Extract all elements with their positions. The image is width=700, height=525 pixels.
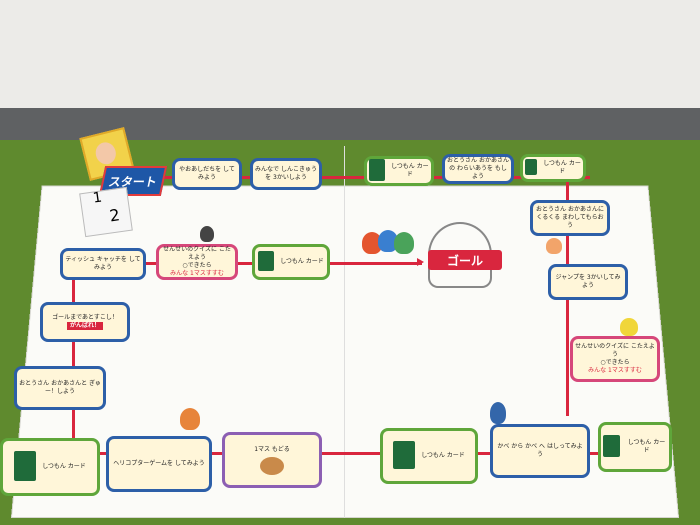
path-arrow (417, 258, 424, 266)
cell-bottom-2[interactable]: 1マス もどる (222, 432, 322, 488)
spinning-child-icon (546, 238, 562, 254)
cell-bottom-card-3[interactable]: しつもん カード (0, 438, 100, 496)
child-figure-icon (362, 232, 382, 254)
goal-label: ゴール (428, 250, 502, 270)
dice[interactable]: 1 2 (79, 186, 133, 238)
thinking-person-icon (200, 226, 214, 242)
cell-bottom-card-2[interactable]: しつもん カード (380, 428, 478, 484)
cell-right-1[interactable]: おとうさん おかあさんに くるくる まわしてもらおう (530, 200, 610, 236)
card-label: しつもん カード (280, 258, 324, 265)
dice-face-2: 2 (108, 205, 122, 226)
bear-icon (260, 456, 284, 475)
back-one-label: 1マス もどる (254, 445, 290, 453)
question-card-icon (525, 159, 538, 175)
child-face (93, 140, 119, 167)
crying-child-icon (180, 408, 200, 430)
cheer-badge: がんばれ！ (66, 322, 103, 330)
cell-top-card-2[interactable]: しつもん カード (520, 154, 586, 182)
cell-top-3[interactable]: おとうさん おかあさんの わらいあうを もしよう (442, 154, 514, 184)
question-card-icon (258, 251, 275, 271)
cell-left-3[interactable]: ティッシュ キャッチを してみよう (60, 248, 146, 280)
cell-top-card-1[interactable]: しつもん カード (364, 156, 434, 186)
cell-middle-1[interactable]: せんせいのクイズに こたえよう ○できたら みんな 1マスすすむ (156, 244, 238, 280)
path-bottom (60, 452, 630, 455)
path-left (72, 258, 75, 452)
cell-right-2[interactable]: ジャンプを 3かいしてみよう (548, 264, 628, 300)
quiz-title: せんせいのクイズに こたえよう (575, 343, 655, 358)
board-fold-line (344, 146, 345, 518)
quiz-title: せんせいのクイズに こたえよう (163, 246, 231, 261)
card-label: しつもん カード (391, 163, 429, 178)
card-label: しつもん カード (543, 160, 581, 175)
almost-goal-label: ゴールまであとすこし！ (52, 314, 118, 321)
cell-top-2[interactable]: みんなで しんこきゅうを 3かいしよう (250, 158, 322, 190)
cell-bottom-1[interactable]: かべ から かべ へ はしってみよう (490, 424, 590, 478)
cell-middle-card[interactable]: しつもん カード (252, 244, 330, 280)
question-card-icon (14, 451, 37, 481)
question-card-icon (369, 159, 385, 181)
quiz-sub: ○できたら (182, 262, 212, 269)
path-middle (72, 262, 422, 265)
dice-face-1: 1 (91, 189, 103, 207)
child-figure-icon (394, 232, 414, 254)
cell-bottom-3[interactable]: ヘリコプターゲームを してみよう (106, 436, 212, 492)
cell-bottom-card-1[interactable]: しつもん カード (598, 422, 672, 472)
wall (0, 0, 700, 112)
cell-right-3[interactable]: せんせいのクイズに こたえよう ○できたら みんな 1マスすすむ (570, 336, 660, 382)
cell-left-2[interactable]: ゴールまであとすこし！ がんばれ！ (40, 302, 130, 342)
card-label: しつもん カード (421, 452, 465, 459)
cell-left-1[interactable]: おとうさん おかあさんと ぎゅー！しよう (14, 366, 106, 410)
quiz-sub: ○できたら (600, 359, 630, 366)
cell-top-1[interactable]: やおあしだちを してみよう (172, 158, 242, 190)
quiz-bonus: みんな 1マスすすむ (170, 270, 224, 277)
child-figure-icon (378, 230, 398, 252)
card-label: しつもん カード (42, 463, 86, 470)
card-label: しつもん カード (627, 439, 666, 454)
parakeet-icon (620, 318, 638, 336)
question-card-icon (393, 441, 416, 469)
running-child-icon (490, 402, 506, 424)
question-card-icon (603, 435, 620, 457)
quiz-bonus: みんな 1マスすすむ (588, 367, 642, 374)
